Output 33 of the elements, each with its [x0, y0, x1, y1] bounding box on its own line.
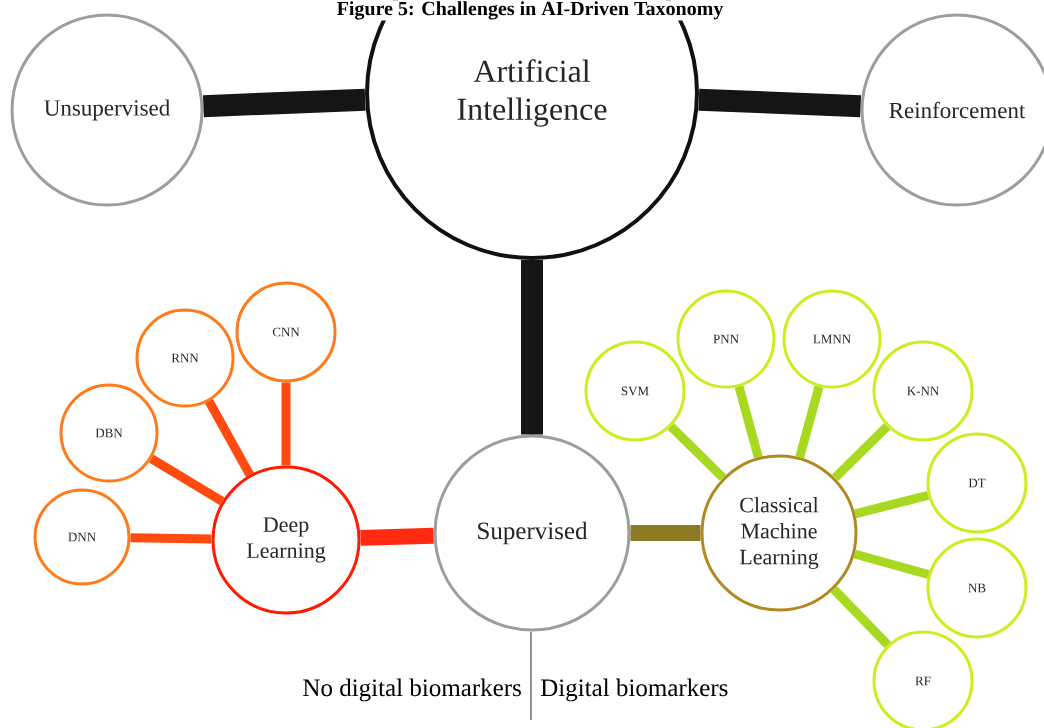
connector	[734, 385, 763, 459]
side-label: No digital biomarkers	[303, 678, 521, 702]
connector	[130, 533, 212, 544]
connector	[853, 549, 930, 579]
connector	[830, 586, 891, 648]
circle-node: DNN	[33, 488, 131, 586]
circle-node: PNN	[676, 289, 776, 389]
circle-node: Classical Machine Learning	[700, 454, 858, 612]
circle-node: CNN	[235, 281, 337, 383]
circle-node: RNN	[135, 308, 235, 408]
connector	[795, 385, 824, 459]
connector	[205, 399, 254, 478]
circle-node: SVM	[584, 340, 686, 442]
circle-node: LMNN	[782, 289, 882, 389]
circle-node: K-NN	[872, 340, 974, 442]
connector	[854, 491, 930, 519]
circle-node: DT	[926, 432, 1028, 534]
connector	[521, 260, 543, 435]
connector	[630, 525, 701, 541]
circle-node: Supervised	[433, 434, 631, 632]
circle-node: Deep Learning	[211, 465, 361, 615]
figure-title: Figure 5: Challenges in AI-Driven Taxonomy	[335, 0, 725, 21]
connector	[831, 423, 891, 482]
connector	[203, 88, 366, 118]
side-label: Digital biomarkers	[540, 678, 728, 702]
connector	[149, 454, 225, 506]
circle-node: NB	[926, 537, 1028, 639]
connector	[698, 88, 862, 118]
connector	[281, 382, 291, 466]
circle-node: DBN	[59, 383, 159, 483]
connector	[667, 423, 727, 482]
connector	[360, 527, 434, 546]
circle-node: Unsupervised	[10, 13, 204, 207]
